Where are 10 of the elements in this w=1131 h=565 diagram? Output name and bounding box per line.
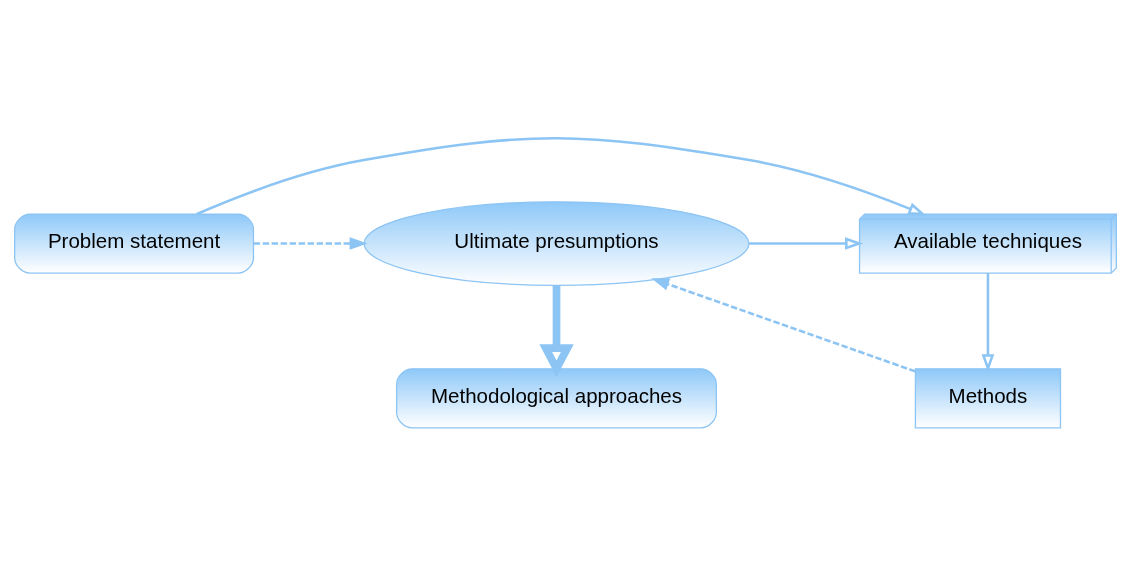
arrow bbox=[651, 277, 916, 373]
node-ellipse: Ultimate presumptions bbox=[363, 200, 750, 286]
arrow bbox=[539, 285, 574, 377]
node-box: Methods bbox=[914, 367, 1062, 428]
arrow bbox=[196, 136, 927, 215]
arrow bbox=[749, 236, 864, 250]
node-box: Problem statement bbox=[14, 212, 255, 274]
arrow bbox=[981, 272, 995, 372]
arrow bbox=[253, 236, 368, 250]
node-box: Methodological approaches bbox=[396, 367, 717, 428]
